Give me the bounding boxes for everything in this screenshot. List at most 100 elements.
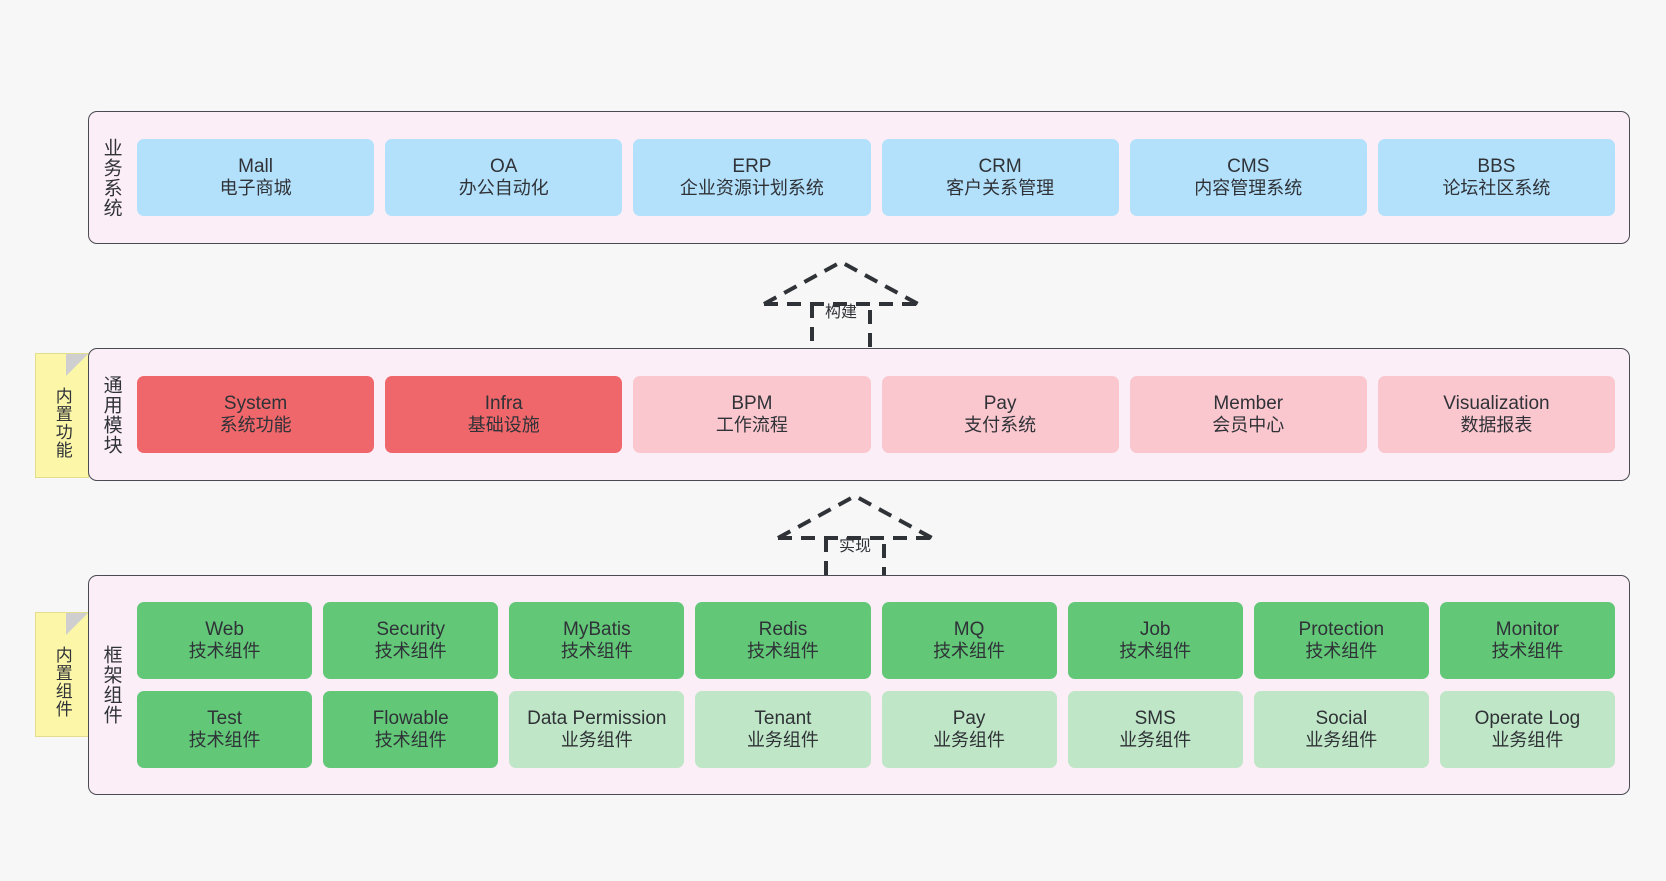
node-infra[interactable]: Infra 基础设施: [385, 376, 623, 453]
node-title: BBS: [1477, 155, 1516, 177]
node-social[interactable]: Social 业务组件: [1253, 691, 1429, 768]
node-subtitle: 技术组件: [374, 641, 447, 662]
node-mq[interactable]: MQ 技术组件: [881, 602, 1057, 679]
node-subtitle: 技术组件: [560, 641, 633, 662]
layer-title-frame: 框架组件: [100, 645, 122, 725]
node-subtitle: 论坛社区系统: [1442, 178, 1551, 199]
layer-row: Web 技术组件 Security 技术组件 MyBatis 技术组件 Redi…: [137, 602, 1615, 679]
layer-body-business: Mall 电子商城 OA 办公自动化 ERP 企业资源计划系统 CRM 客户关系…: [133, 112, 1629, 243]
layer-row: Mall 电子商城 OA 办公自动化 ERP 企业资源计划系统 CRM 客户关系…: [137, 139, 1616, 216]
node-subtitle: 工作流程: [715, 415, 788, 436]
node-title: OA: [490, 155, 518, 177]
layer-business-systems[interactable]: 业务系统 Mall 电子商城 OA 办公自动化 ERP 企业资源计划系统 CRM…: [88, 111, 1630, 244]
node-title: MQ: [953, 618, 985, 640]
tag-label: 内置功能: [52, 386, 72, 459]
node-erp[interactable]: ERP 企业资源计划系统: [633, 139, 871, 216]
node-title: Security: [376, 618, 445, 640]
node-subtitle: 业务组件: [746, 730, 819, 751]
node-title: Monitor: [1495, 618, 1560, 640]
layer-framework-components[interactable]: 框架组件 Web 技术组件 Security 技术组件 MyBatis 技术组件…: [88, 575, 1630, 795]
layer-title-common: 通用模块: [100, 374, 122, 455]
node-subtitle: 技术组件: [1305, 641, 1378, 662]
node-title: Operate Log: [1474, 707, 1581, 729]
layer-row: System 系统功能 Infra 基础设施 BPM 工作流程 Pay 支付系统…: [137, 376, 1616, 453]
node-visualization[interactable]: Visualization 数据报表: [1377, 376, 1616, 453]
node-cms[interactable]: CMS 内容管理系统: [1129, 139, 1367, 216]
node-subtitle: 业务组件: [933, 730, 1006, 751]
node-subtitle: 基础设施: [467, 415, 540, 436]
node-monitor[interactable]: Monitor 技术组件: [1439, 602, 1615, 679]
node-crm[interactable]: CRM 客户关系管理: [881, 139, 1119, 216]
node-subtitle: 系统功能: [219, 415, 292, 436]
node-subtitle: 业务组件: [560, 730, 633, 751]
node-title: BPM: [731, 392, 773, 414]
layer-title-business: 业务系统: [100, 137, 122, 218]
node-title: Tenant: [754, 707, 812, 729]
node-oa[interactable]: OA 办公自动化: [385, 139, 623, 216]
node-subtitle: 支付系统: [964, 415, 1037, 436]
node-pay-component[interactable]: Pay 业务组件: [881, 691, 1057, 768]
node-redis[interactable]: Redis 技术组件: [695, 602, 871, 679]
connector-realize-label: 实现: [838, 538, 872, 555]
node-subtitle: 技术组件: [1491, 641, 1564, 662]
node-title: Pay: [983, 392, 1017, 414]
node-subtitle: 技术组件: [1119, 641, 1192, 662]
node-title: CRM: [978, 155, 1022, 177]
node-title: Social: [1315, 707, 1368, 729]
tag-label: 内置组件: [52, 645, 72, 718]
node-flowable[interactable]: Flowable 技术组件: [323, 691, 499, 768]
node-subtitle: 技术组件: [374, 730, 447, 751]
node-title: System: [223, 392, 288, 414]
generalization-arrowhead: [763, 259, 919, 306]
layer-common-modules[interactable]: 通用模块 System 系统功能 Infra 基础设施 BPM 工作流程 Pay…: [88, 348, 1630, 481]
node-sms[interactable]: SMS 业务组件: [1067, 691, 1243, 768]
node-title: Test: [207, 707, 242, 729]
node-subtitle: 技术组件: [188, 641, 261, 662]
node-title: Job: [1139, 618, 1171, 640]
node-subtitle: 电子商城: [219, 178, 292, 199]
node-bpm[interactable]: BPM 工作流程: [633, 376, 871, 453]
node-operate-log[interactable]: Operate Log 业务组件: [1439, 691, 1615, 768]
node-title: SMS: [1134, 707, 1176, 729]
node-title: Data Permission: [527, 707, 667, 729]
node-test[interactable]: Test 技术组件: [137, 691, 313, 768]
node-tenant[interactable]: Tenant 业务组件: [695, 691, 871, 768]
node-title: Member: [1213, 392, 1284, 414]
node-title: ERP: [732, 155, 772, 177]
node-subtitle: 数据报表: [1460, 415, 1533, 436]
node-title: Flowable: [372, 707, 449, 729]
node-subtitle: 办公自动化: [458, 178, 549, 199]
node-subtitle: 业务组件: [1305, 730, 1378, 751]
connector-build: 构建: [746, 256, 936, 356]
node-subtitle: 会员中心: [1212, 415, 1285, 436]
node-subtitle: 技术组件: [933, 641, 1006, 662]
node-title: Protection: [1298, 618, 1385, 640]
node-title: Mall: [238, 155, 273, 177]
node-subtitle: 技术组件: [188, 730, 261, 751]
layer-row: Test 技术组件 Flowable 技术组件 Data Permission …: [137, 691, 1615, 768]
node-title: Redis: [758, 618, 808, 640]
node-job[interactable]: Job 技术组件: [1067, 602, 1243, 679]
node-system[interactable]: System 系统功能: [137, 376, 375, 453]
node-subtitle: 企业资源计划系统: [679, 178, 824, 199]
node-title: Web: [205, 618, 244, 640]
node-mall[interactable]: Mall 电子商城: [137, 139, 375, 216]
tag-builtin-features: 内置功能: [35, 353, 89, 478]
layer-body-frame: Web 技术组件 Security 技术组件 MyBatis 技术组件 Redi…: [133, 576, 1629, 794]
node-web[interactable]: Web 技术组件: [137, 602, 313, 679]
node-title: Pay: [952, 707, 986, 729]
tag-builtin-components: 内置组件: [35, 612, 89, 737]
node-data-permission[interactable]: Data Permission 业务组件: [509, 691, 685, 768]
generalization-arrowhead: [777, 493, 933, 540]
node-security[interactable]: Security 技术组件: [323, 602, 499, 679]
node-title: Visualization: [1443, 392, 1550, 414]
node-pay[interactable]: Pay 支付系统: [881, 376, 1119, 453]
connector-build-label: 构建: [824, 304, 858, 321]
node-title: Infra: [484, 392, 523, 414]
node-protection[interactable]: Protection 技术组件: [1253, 602, 1429, 679]
node-member[interactable]: Member 会员中心: [1129, 376, 1367, 453]
node-bbs[interactable]: BBS 论坛社区系统: [1377, 139, 1616, 216]
node-title: CMS: [1227, 155, 1270, 177]
node-mybatis[interactable]: MyBatis 技术组件: [509, 602, 685, 679]
